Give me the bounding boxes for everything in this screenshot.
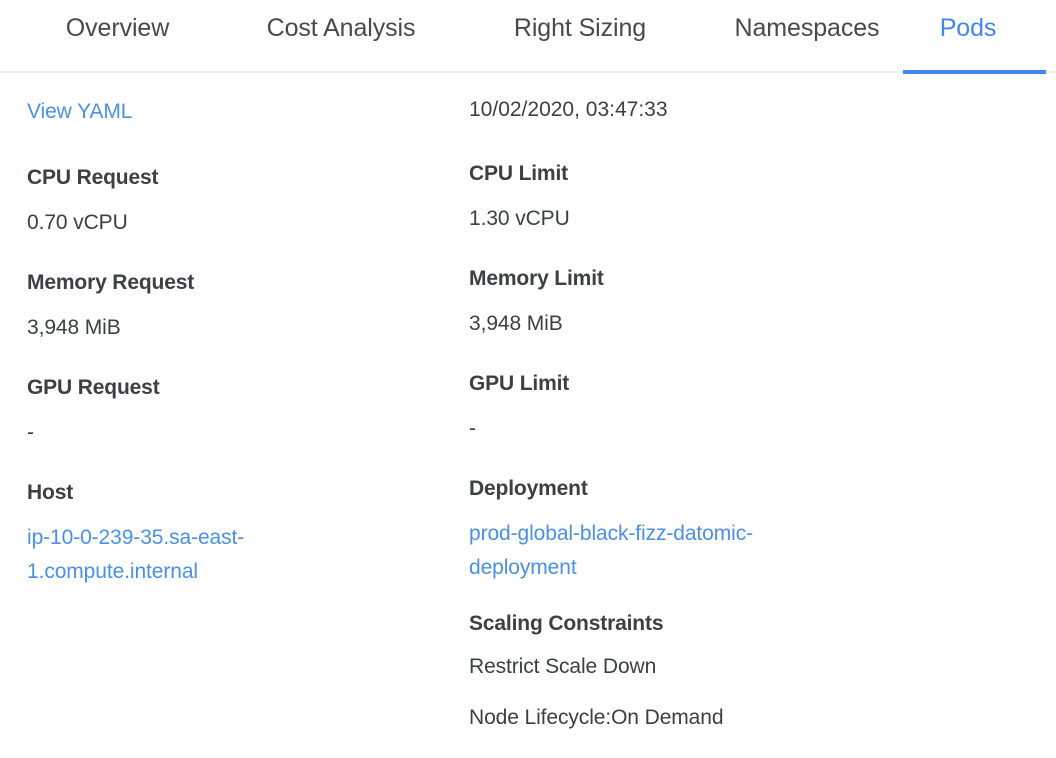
gpu-request-field: GPU Request - (27, 375, 464, 450)
host-link[interactable]: ip-10-0-239-35.sa-east-1.compute.interna… (27, 526, 245, 583)
constraint-restrict-scale-down: Restrict Scale Down (469, 655, 657, 678)
memory-request-value: 3,948 MiB (27, 316, 121, 339)
memory-limit-value: 3,948 MiB (469, 312, 563, 335)
memory-limit-field: Memory Limit 3,948 MiB (469, 266, 944, 341)
details-column-right: 10/02/2020, 03:47:33 CPU Limit 1.30 vCPU… (464, 95, 944, 754)
tab-overview[interactable]: Overview (17, 13, 218, 43)
cpu-request-field: CPU Request 0.70 vCPU (27, 165, 464, 240)
cpu-request-value: 0.70 vCPU (27, 211, 128, 234)
details-grid: View YAML CPU Request 0.70 vCPU Memory R… (0, 73, 1056, 754)
scaling-constraints-label: Scaling Constraints (469, 612, 664, 635)
scaling-constraints-field: Scaling Constraints Restrict Scale Down … (469, 611, 944, 733)
gpu-request-label: GPU Request (27, 376, 160, 399)
cpu-request-label: CPU Request (27, 166, 159, 189)
tab-bar: Overview Cost Analysis Right Sizing Name… (0, 0, 1056, 74)
memory-limit-label: Memory Limit (469, 267, 604, 290)
deployment-field: Deployment prod-global-black-fizz-datomi… (469, 476, 944, 585)
memory-request-label: Memory Request (27, 271, 195, 294)
pod-timestamp: 10/02/2020, 03:47:33 (469, 98, 668, 121)
cpu-limit-label: CPU Limit (469, 162, 568, 185)
view-yaml-field: View YAML (27, 95, 464, 129)
gpu-request-value: - (27, 421, 34, 444)
cpu-limit-field: CPU Limit 1.30 vCPU (469, 161, 944, 236)
view-yaml-link[interactable]: View YAML (27, 100, 133, 123)
deployment-link[interactable]: prod-global-black-fizz-datomic-deploymen… (469, 522, 753, 579)
deployment-label: Deployment (469, 477, 588, 500)
timestamp-field: 10/02/2020, 03:47:33 (469, 95, 944, 125)
memory-request-field: Memory Request 3,948 MiB (27, 270, 464, 345)
constraint-node-lifecycle: Node Lifecycle:On Demand (469, 706, 724, 729)
tab-right-sizing[interactable]: Right Sizing (464, 13, 696, 43)
cpu-limit-value: 1.30 vCPU (469, 207, 570, 230)
tab-namespaces[interactable]: Namespaces (696, 13, 918, 43)
host-label: Host (27, 481, 74, 504)
gpu-limit-label: GPU Limit (469, 372, 570, 395)
gpu-limit-field: GPU Limit - (469, 371, 944, 446)
gpu-limit-value: - (469, 417, 476, 440)
active-tab-indicator (903, 70, 1046, 74)
tab-cost-analysis[interactable]: Cost Analysis (218, 13, 464, 43)
tab-pods[interactable]: Pods (918, 13, 1018, 43)
details-column-left: View YAML CPU Request 0.70 vCPU Memory R… (0, 95, 464, 754)
tab-list: Overview Cost Analysis Right Sizing Name… (0, 0, 1056, 71)
host-field: Host ip-10-0-239-35.sa-east-1.compute.in… (27, 480, 464, 589)
